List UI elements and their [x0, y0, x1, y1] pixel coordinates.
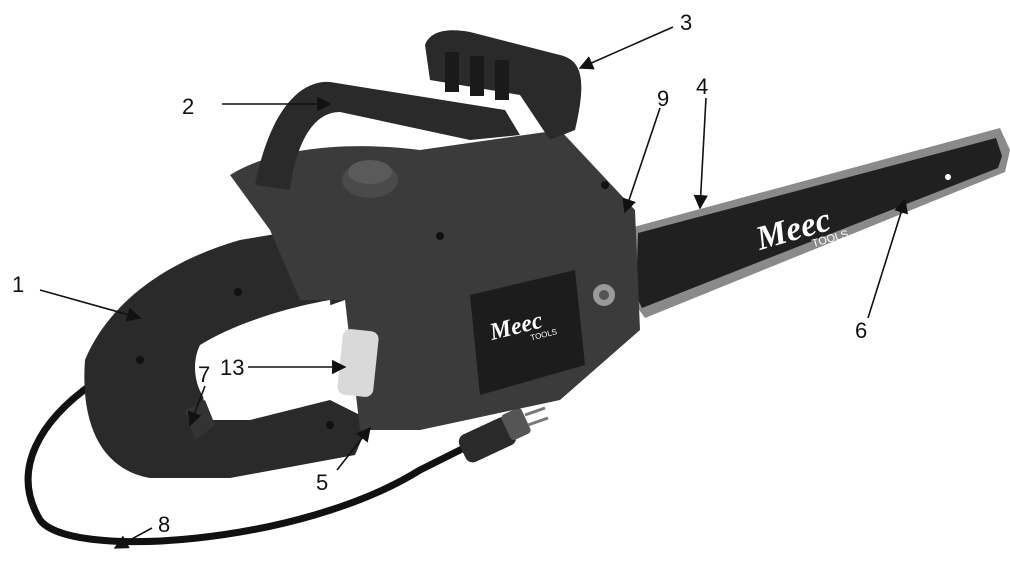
- callout-leaders: [39, 26, 908, 549]
- callout-7: 7: [198, 362, 210, 387]
- screw-3: [601, 181, 609, 189]
- oil-cap-top: [348, 160, 392, 184]
- leader-1: [39, 289, 142, 322]
- leader-9: [622, 107, 661, 214]
- callout-1: 1: [12, 272, 24, 297]
- rear-handle-gap: [195, 300, 335, 410]
- leader-6: [867, 198, 908, 319]
- screw-5: [136, 356, 144, 364]
- screw-2: [436, 232, 444, 240]
- callout-6: 6: [855, 318, 867, 343]
- plug-body: [458, 417, 517, 463]
- callout-5: 5: [316, 470, 328, 495]
- guard-slot-3: [495, 60, 509, 100]
- plug-head: [501, 407, 531, 441]
- callout-8: 8: [158, 512, 170, 537]
- guard-slot-1: [445, 52, 459, 92]
- chainsaw-body: Meec TOOLS: [84, 30, 640, 478]
- screw-4: [326, 421, 334, 429]
- screw-1: [234, 288, 242, 296]
- power-cord: [24, 379, 549, 545]
- side-panel: [470, 270, 585, 395]
- callout-2: 2: [182, 94, 194, 119]
- tension-nut-core: [599, 290, 609, 300]
- guide-bar: [636, 138, 1002, 308]
- guide-bar-and-chain: Meec TOOLS: [630, 128, 1010, 318]
- lock-off-button: [337, 329, 379, 397]
- cord-cable: [24, 379, 472, 545]
- callout-4: 4: [696, 74, 708, 99]
- leader-4: [693, 97, 708, 210]
- callout-3: 3: [680, 10, 692, 35]
- callout-9: 9: [657, 86, 669, 111]
- leader-3: [578, 26, 674, 70]
- plug-pin-a: [524, 406, 546, 417]
- callout-13: 13: [220, 355, 244, 380]
- callout-labels: 1 2 3 4 5 6 7 8 9 13: [12, 10, 867, 537]
- bar-hole: [945, 174, 951, 180]
- guard-slot-2: [470, 56, 484, 96]
- leader-8: [113, 527, 153, 549]
- plug-pin-b: [527, 416, 549, 427]
- leader-5: [336, 426, 371, 471]
- leader-7: [187, 385, 206, 427]
